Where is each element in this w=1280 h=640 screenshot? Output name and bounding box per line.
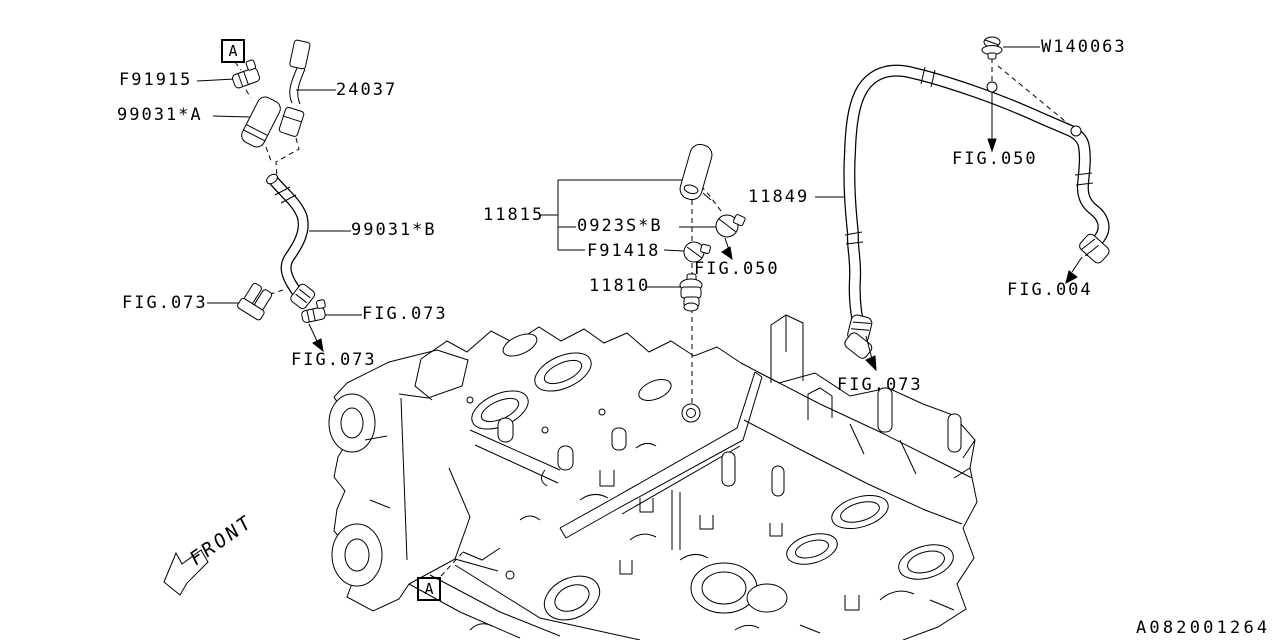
figure-ref-fig073-bottom: FIG.073 <box>291 350 377 370</box>
cap-24037-icon <box>278 39 311 137</box>
part-label-f91418: F91418 <box>587 241 661 261</box>
clamp-f91418-icon <box>683 241 711 263</box>
front-direction-arrow <box>163 549 209 596</box>
clip-w140063-icon <box>981 36 1003 60</box>
part-label-11810: 11810 <box>589 276 651 296</box>
pipe-11815-icon <box>679 143 713 201</box>
part-label-f91915: F91915 <box>119 70 193 90</box>
leader-lines <box>196 46 1040 316</box>
part-label-w140063: W140063 <box>1041 37 1127 57</box>
figure-ref-fig073-hose: FIG.073 <box>837 375 923 395</box>
engine-drawing <box>328 314 978 640</box>
section-marker-a-bottom: A <box>417 577 441 601</box>
figure-ref-fig050-right: FIG.050 <box>952 149 1038 169</box>
hose-99031a-icon <box>241 96 281 148</box>
connector-fig073-icon <box>237 282 273 321</box>
part-label-24037: 24037 <box>336 80 398 100</box>
pcv-valve-11810-icon <box>679 273 703 312</box>
clamp-0923s-icon <box>715 214 746 238</box>
part-label-99031-b: 99031*B <box>351 220 437 240</box>
part-label-0923s-b: 0923S*B <box>577 216 663 236</box>
part-label-11815: 11815 <box>483 205 545 225</box>
clamp-f91915-icon <box>232 59 260 89</box>
section-marker-a-top: A <box>221 39 245 63</box>
figure-ref-fig073-left: FIG.073 <box>122 293 208 313</box>
reference-arrows <box>308 92 1083 372</box>
part-label-99031-a: 99031*A <box>117 105 203 125</box>
figure-ref-fig050-center: FIG.050 <box>694 259 780 279</box>
hose-99031b-drawing <box>266 173 316 310</box>
figure-ref-fig073-right: FIG.073 <box>362 304 448 324</box>
part-label-11849: 11849 <box>748 187 810 207</box>
diagram-code: A082001264 <box>1136 618 1271 638</box>
clamp-fig073-icon <box>301 299 326 323</box>
hose-11849-drawing <box>843 64 1110 359</box>
figure-ref-fig004: FIG.004 <box>1007 280 1093 300</box>
